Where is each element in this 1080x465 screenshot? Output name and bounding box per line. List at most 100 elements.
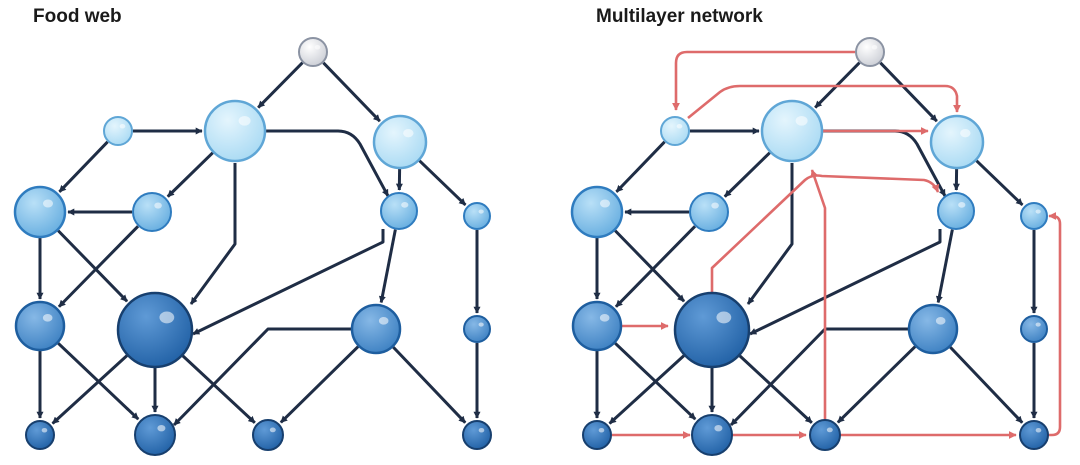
food-web-node-highlight bbox=[159, 311, 175, 324]
multilayer-trophic-edge bbox=[749, 229, 942, 336]
multilayer-node-highlight bbox=[826, 427, 833, 433]
food-web-species-node bbox=[103, 116, 133, 146]
interlayer-edge bbox=[710, 174, 940, 293]
multilayer-species-node bbox=[660, 116, 690, 146]
food-web-species-node bbox=[132, 192, 172, 232]
food-web-node-highlight bbox=[157, 425, 166, 432]
food-web-species-node bbox=[298, 37, 328, 67]
food-web-trophic-edge bbox=[378, 229, 397, 304]
food-web-trophic-edge bbox=[51, 354, 128, 425]
food-web-node-highlight bbox=[269, 427, 276, 433]
food-web-node-highlight bbox=[238, 116, 251, 126]
multilayer-node-highlight bbox=[960, 129, 971, 138]
multilayer-trophic-edge bbox=[723, 151, 771, 198]
food-web-trophic-edge bbox=[192, 229, 385, 336]
multilayer-species-node bbox=[1020, 315, 1048, 343]
multilayer-trophic-edge bbox=[823, 129, 947, 197]
food-web-trophic-edge bbox=[172, 327, 356, 427]
food-web-node-highlight bbox=[154, 202, 162, 209]
food-web-trophic-edge bbox=[57, 229, 129, 303]
multilayer-node-highlight bbox=[1035, 209, 1041, 214]
food-web-species-node bbox=[203, 99, 267, 163]
multilayer-trophic-edge bbox=[836, 345, 917, 424]
multilayer-node-highlight bbox=[676, 124, 683, 129]
interlayer-edge bbox=[672, 50, 855, 111]
multilayer-species-node bbox=[1019, 420, 1049, 450]
food-web-title: Food web bbox=[33, 6, 122, 27]
multilayer-node-highlight bbox=[935, 317, 946, 325]
food-web-species-node bbox=[14, 300, 66, 352]
multilayer-node-highlight bbox=[599, 314, 610, 322]
multilayer-species-node bbox=[809, 419, 841, 451]
multilayer-node-highlight bbox=[600, 199, 610, 208]
interlayer-edge bbox=[687, 84, 961, 120]
multilayer-trophic-edge bbox=[614, 225, 697, 308]
food-web-species-node bbox=[13, 185, 67, 239]
food-web-trophic-edge bbox=[266, 129, 390, 197]
multilayer-trophic-edge bbox=[879, 61, 938, 123]
food-web-species-node bbox=[463, 202, 491, 230]
food-web-species-node bbox=[134, 414, 176, 456]
multilayer-node-highlight bbox=[871, 45, 878, 50]
food-web-trophic-edge bbox=[58, 140, 109, 193]
multilayer-species-node bbox=[937, 192, 975, 230]
multilayer-species-node bbox=[673, 291, 751, 369]
multilayer-species-node bbox=[1020, 202, 1048, 230]
food-web-node-highlight bbox=[403, 129, 414, 138]
food-web-species-node bbox=[252, 419, 284, 451]
multilayer-node-highlight bbox=[1035, 322, 1041, 327]
food-web-species-node bbox=[350, 303, 402, 355]
food-web-node-highlight bbox=[41, 428, 48, 433]
food-web-node-highlight bbox=[119, 124, 126, 129]
food-web-trophic-edge bbox=[181, 354, 256, 424]
multilayer-node-highlight bbox=[714, 425, 723, 432]
multilayer-trophic-edge bbox=[975, 159, 1024, 206]
food-web-trophic-edge bbox=[189, 163, 237, 305]
multilayer-species-node bbox=[689, 192, 729, 232]
food-web-species-node bbox=[116, 291, 194, 369]
multilayer-node-highlight bbox=[958, 202, 966, 208]
multilayer-node-highlight bbox=[716, 311, 732, 324]
food-web-trophic-edge bbox=[57, 225, 140, 308]
multilayer-species-node bbox=[582, 420, 612, 450]
multilayer-node-highlight bbox=[1035, 428, 1042, 433]
multilayer-trophic-edge bbox=[608, 354, 685, 425]
multilayer-node-highlight bbox=[711, 202, 719, 209]
food-web-trophic-edge bbox=[322, 61, 381, 123]
multilayer-trophic-edge bbox=[949, 346, 1024, 424]
food-web-species-node bbox=[380, 192, 418, 230]
multilayer-node-highlight bbox=[598, 428, 605, 433]
multilayer-species-node bbox=[907, 303, 959, 355]
food-web-species-node bbox=[372, 114, 428, 170]
food-web-node-highlight bbox=[478, 322, 484, 327]
food-web-trophic-edge bbox=[392, 346, 467, 424]
food-web-node-highlight bbox=[43, 199, 53, 208]
food-web-trophic-edge bbox=[418, 159, 467, 206]
multilayer-trophic-edge bbox=[615, 140, 666, 193]
multilayer-trophic-edge bbox=[935, 229, 954, 304]
multilayer-species-node bbox=[855, 37, 885, 67]
food-web-trophic-edge bbox=[166, 151, 214, 198]
food-web-node-highlight bbox=[378, 317, 389, 325]
interlayer-edge bbox=[810, 169, 827, 422]
multilayer-species-node bbox=[570, 185, 624, 239]
interlayer-edge bbox=[1048, 212, 1062, 437]
food-web-node-highlight bbox=[478, 428, 485, 433]
multilayer-trophic-edge bbox=[738, 354, 813, 424]
multilayer-trophic-edge bbox=[746, 163, 794, 305]
food-web-node-highlight bbox=[314, 45, 321, 50]
food-web-species-node bbox=[462, 420, 492, 450]
multilayer-species-node bbox=[929, 114, 985, 170]
food-web-trophic-edge bbox=[279, 345, 360, 424]
multilayer-network-title: Multilayer network bbox=[596, 6, 763, 27]
food-web-trophic-edge bbox=[257, 61, 304, 109]
multilayer-species-node bbox=[691, 414, 733, 456]
multilayer-node-highlight bbox=[795, 116, 808, 126]
food-web-node-highlight bbox=[401, 202, 409, 208]
multilayer-species-node bbox=[760, 99, 824, 163]
multilayer-trophic-edge bbox=[614, 229, 686, 303]
multilayer-species-node bbox=[571, 300, 623, 352]
food-web-node-highlight bbox=[478, 209, 484, 214]
food-web-species-node bbox=[463, 315, 491, 343]
